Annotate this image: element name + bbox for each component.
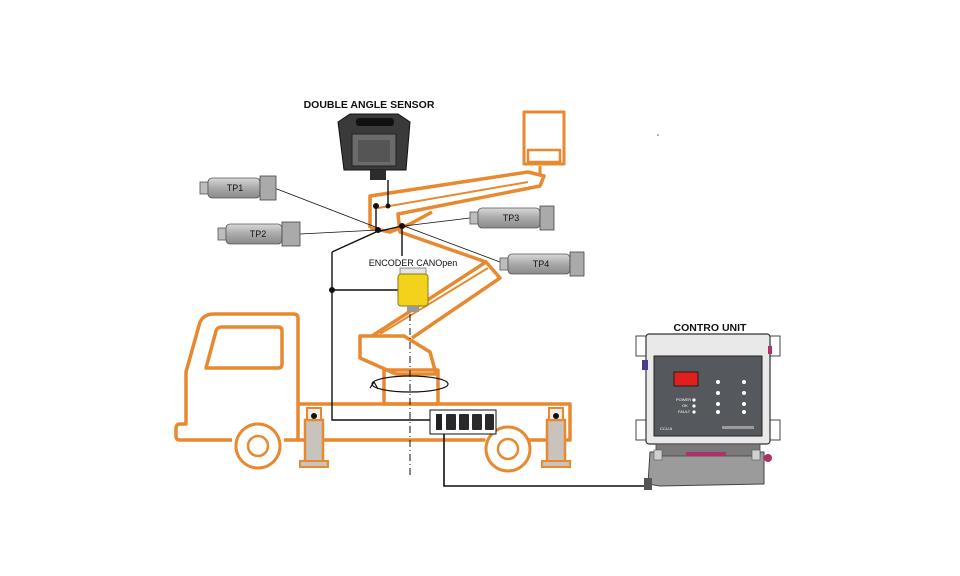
stray-mark <box>657 134 659 136</box>
cu-status-led-fault <box>692 410 696 414</box>
basket <box>522 110 566 166</box>
joint-dot-2 <box>385 203 391 209</box>
cu-base <box>647 451 765 487</box>
tp1-end-cap <box>199 181 209 195</box>
tp2-knurl <box>281 221 301 247</box>
encoder-body <box>397 273 429 307</box>
sensor-connector <box>370 170 386 180</box>
cu-led <box>742 391 746 395</box>
cu-side-port <box>642 360 648 370</box>
encoder-dot <box>329 287 335 293</box>
right-stabilizer-foot <box>541 460 571 468</box>
tp1-label: TP1 <box>227 183 244 193</box>
joint-dot-4 <box>399 223 405 229</box>
left-stabilizer-leg <box>303 418 325 466</box>
cu-led <box>742 402 746 406</box>
control-unit: CONTRO UNIT POWER OK FAULT CCU-6 <box>635 322 781 490</box>
tp4-end-cap <box>499 257 509 271</box>
lower-boom-arm <box>371 260 502 340</box>
cu-base-clip-right <box>751 449 761 461</box>
joint-dot-1 <box>373 203 379 209</box>
right-leg-dot <box>553 413 559 419</box>
right-stabilizer-leg <box>545 418 567 466</box>
tp1-knurl <box>259 175 277 201</box>
tp2-leader <box>299 229 379 235</box>
junction-connector-3 <box>472 414 482 430</box>
cu-front-panel <box>653 355 763 437</box>
tp2-label: TP2 <box>250 229 267 239</box>
joint-dot-3 <box>375 227 381 233</box>
double-angle-sensor-label: DOUBLE ANGLE SENSOR <box>304 99 435 111</box>
front-wheel-hub <box>246 434 270 458</box>
encoder-shaft <box>407 306 419 312</box>
cu-side-port-right <box>768 346 772 354</box>
basket-floor <box>526 148 562 164</box>
cu-model-bar <box>722 426 754 429</box>
cu-cable-gland <box>644 478 652 490</box>
control-cable <box>443 432 648 487</box>
cu-led <box>742 410 746 414</box>
encoder-label: ENCODER CANOpen <box>369 258 458 268</box>
tp3-leader <box>403 217 471 227</box>
cu-led <box>716 380 720 384</box>
tp3-end-cap <box>469 211 479 225</box>
cu-status-led-ok <box>692 404 696 408</box>
cab-window <box>204 325 284 370</box>
tp1-leader <box>263 183 379 229</box>
tp2-end-cap <box>217 227 227 241</box>
test-point-tp3: TP3 <box>469 205 555 231</box>
junction-box <box>429 409 497 435</box>
cu-led <box>716 410 720 414</box>
cu-magenta-knob <box>764 454 772 462</box>
left-stabilizer-foot <box>299 460 329 468</box>
cu-status-led-power <box>692 398 696 402</box>
trunk-wire <box>331 252 440 421</box>
tp4-label: TP4 <box>533 259 550 269</box>
tp3-knurl <box>539 205 555 231</box>
encoder: ENCODER CANOpen <box>369 258 458 312</box>
truck-cab <box>174 312 300 442</box>
cu-led-power-label: POWER <box>676 397 691 402</box>
junction-connector-2 <box>459 414 469 430</box>
control-unit-label: CONTRO UNIT <box>674 322 747 334</box>
left-leg-dot <box>311 413 317 419</box>
test-point-tp1: TP1 <box>199 175 277 201</box>
sensor-top-slot <box>356 118 394 126</box>
cu-magenta-strip <box>686 452 726 456</box>
rotation-arrow-head <box>369 380 379 390</box>
junction-connector-1 <box>446 414 456 430</box>
test-point-tp4: TP4 <box>499 251 585 277</box>
cu-red-display <box>673 371 699 387</box>
upper-boom-inner <box>377 181 529 209</box>
junction-connector-4 <box>485 414 494 430</box>
cu-base-clip-left <box>653 449 663 461</box>
cu-led-grid <box>692 380 746 414</box>
test-point-tp2: TP2 <box>217 221 301 247</box>
sensor-face-inner <box>358 140 390 162</box>
double-angle-sensor: DOUBLE ANGLE SENSOR <box>304 99 435 180</box>
turret <box>382 368 440 406</box>
cu-led <box>716 391 720 395</box>
cu-led <box>716 402 720 406</box>
rear-wheel <box>484 425 532 473</box>
tp3-label: TP3 <box>503 213 520 223</box>
connection-points <box>311 203 559 419</box>
lower-boom <box>358 334 438 376</box>
cu-led <box>742 380 746 384</box>
cu-led-fault-label: FAULT <box>678 409 691 414</box>
encoder-cap <box>399 267 427 275</box>
cu-model-label: CCU-6 <box>660 426 673 431</box>
tp4-knurl <box>569 251 585 277</box>
cu-led-ok-label: OK <box>682 403 688 408</box>
rear-wheel-hub <box>496 437 520 461</box>
junction-port-1 <box>436 414 442 430</box>
tp4-leader <box>403 225 501 263</box>
front-wheel <box>234 422 282 470</box>
lower-boom-inner <box>379 267 489 335</box>
